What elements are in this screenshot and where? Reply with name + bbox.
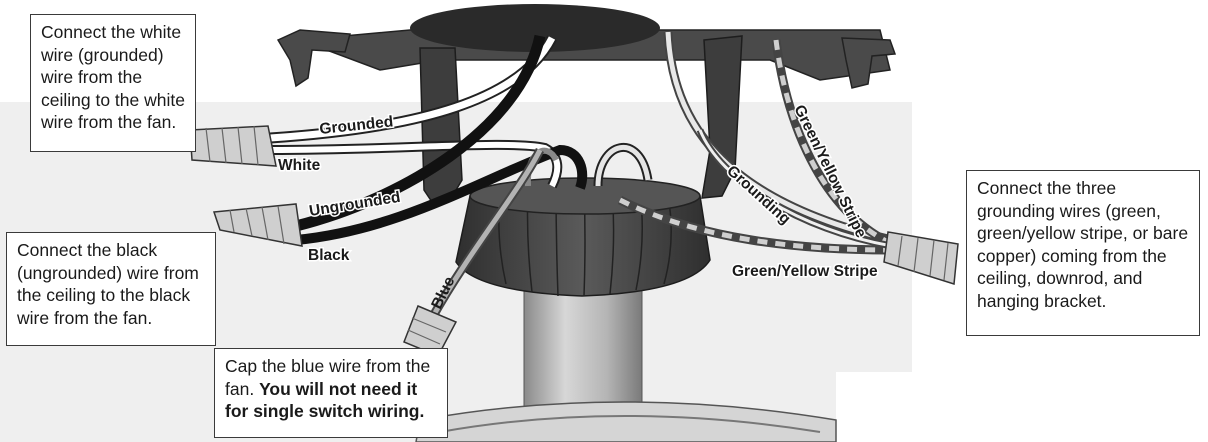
- callout-black-wire: Connect the black (ungrounded) wire from…: [6, 232, 216, 346]
- callout-white-text: Connect the white wire (grounded) wire f…: [41, 22, 185, 132]
- fan-body-rim: [415, 401, 837, 442]
- callout-blue-text: Cap the blue wire from the fan.: [225, 356, 431, 399]
- callout-blue-bold-text: You will not need it for single switch w…: [225, 378, 425, 422]
- blue-wire-cap: [403, 305, 458, 357]
- grounding-wire-connector: [883, 231, 959, 285]
- label-green-yellow-bottom: Green/Yellow Stripe: [732, 263, 878, 280]
- callout-grounding-wires: Connect the three grounding wires (green…: [966, 170, 1200, 336]
- left-bracket-ear: [276, 29, 351, 88]
- label-black: Black: [308, 247, 350, 264]
- white-wire-connector: [189, 125, 277, 167]
- left-bracket-arm: [419, 47, 463, 203]
- fan-black-wire: [295, 144, 588, 245]
- callout-white-wire: Connect the white wire (grounded) wire f…: [30, 14, 196, 152]
- green-yellow-wire-top: [771, 39, 894, 249]
- ceiling-black-wire: [294, 34, 546, 232]
- black-wire-connector: [212, 203, 303, 247]
- callout-grounding-text: Connect the three grounding wires (green…: [977, 178, 1189, 311]
- callout-blue-wire: Cap the blue wire from the fan. You will…: [214, 348, 448, 438]
- right-bracket-ear: [841, 37, 897, 89]
- label-white: White: [278, 157, 321, 174]
- callout-black-text: Connect the black (ungrounded) wire from…: [17, 240, 199, 328]
- ceiling-box: [410, 4, 660, 52]
